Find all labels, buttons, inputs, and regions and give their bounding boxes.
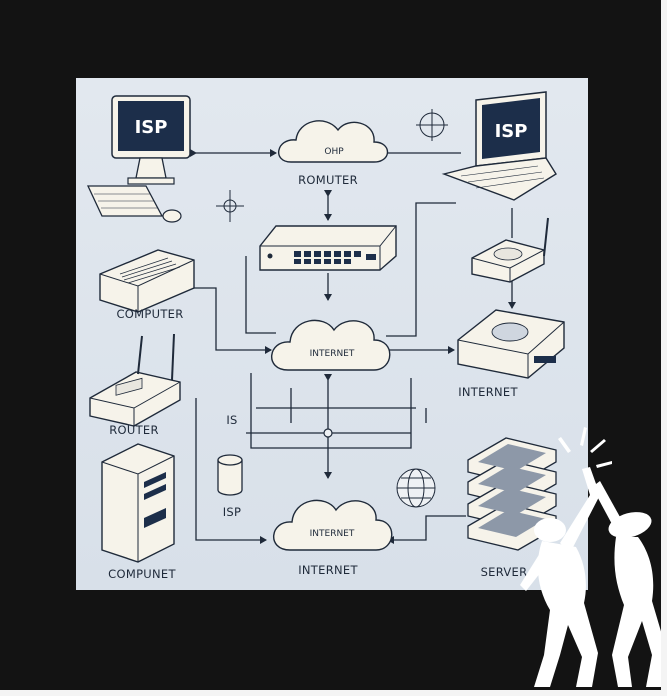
label-router-left: ROUTER bbox=[109, 423, 159, 437]
dancers-watermark-logo bbox=[520, 425, 665, 694]
cloud-internet-bottom: INTERNET bbox=[273, 499, 393, 551]
label-is: IS bbox=[226, 413, 237, 427]
label-router-top: ROMUTER bbox=[298, 173, 358, 187]
target-icon bbox=[416, 109, 448, 141]
label-internet-bottom: INTERNET bbox=[298, 563, 358, 577]
isp-database-cylinder bbox=[217, 454, 243, 496]
wifi-router-right bbox=[471, 217, 549, 283]
label-isp-cylinder: ISP bbox=[223, 505, 242, 519]
server-rack bbox=[467, 437, 557, 551]
router-left bbox=[89, 333, 181, 427]
cloud-internet-middle: INTERNET bbox=[271, 319, 391, 371]
globe-icon bbox=[396, 468, 436, 508]
tower-pc-left bbox=[101, 443, 175, 563]
computer-device-left bbox=[99, 249, 195, 313]
link-loop-left bbox=[245, 256, 276, 334]
frame-edge-bottom bbox=[0, 690, 667, 696]
bus-loop bbox=[250, 373, 412, 449]
monitor-isp-left: ISP bbox=[86, 95, 191, 223]
laptop-isp-right: ISP bbox=[441, 91, 557, 201]
crosshair-icon bbox=[216, 190, 244, 222]
label-computer: COMPUTER bbox=[116, 307, 183, 321]
label-server: SERVER bbox=[481, 565, 528, 579]
label-compunet: COMPUNET bbox=[108, 567, 176, 581]
link-server-to-bottom-cloud bbox=[387, 515, 466, 544]
link-router-to-bottom-cloud bbox=[195, 398, 267, 544]
monitor-screen-label-left: ISP bbox=[135, 117, 168, 138]
network-diagram: ISP ISP bbox=[86, 91, 565, 581]
cloud-top-label: OHP bbox=[324, 147, 344, 157]
monitor-screen-label-right: ISP bbox=[495, 121, 528, 142]
network-switch bbox=[259, 225, 397, 271]
cloud-middle-label: INTERNET bbox=[310, 349, 355, 359]
cloud-bottom-label: INTERNET bbox=[310, 529, 355, 539]
label-internet-right: INTERNET bbox=[458, 385, 518, 399]
frame-edge-right bbox=[661, 0, 667, 696]
link-loop-right bbox=[386, 202, 456, 337]
mouse-icon bbox=[162, 209, 182, 223]
cloud-top: OHP bbox=[278, 120, 389, 163]
junction-node bbox=[323, 428, 333, 438]
internet-modem-right bbox=[457, 309, 565, 379]
network-diagram-panel: ISP ISP bbox=[76, 78, 588, 590]
link-computer-to-internet bbox=[191, 287, 272, 354]
